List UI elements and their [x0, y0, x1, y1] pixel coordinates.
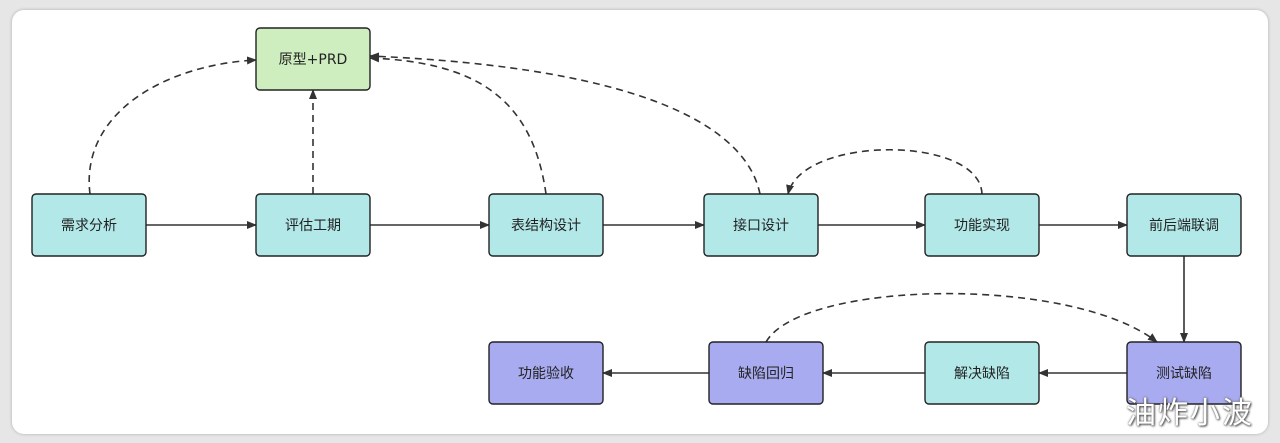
edge-regress-to-test	[765, 292, 1158, 343]
node-box	[1126, 193, 1242, 257]
node-joint: 前后端联调	[1126, 193, 1242, 257]
node-box	[708, 341, 824, 405]
edge-req-to-prd	[88, 56, 257, 195]
node-box	[924, 193, 1040, 257]
node-box	[31, 193, 147, 257]
node-label: 需求分析	[61, 218, 117, 234]
node-label: 测试缺陷	[1156, 366, 1212, 382]
node-box	[703, 193, 819, 257]
node-req: 需求分析	[31, 193, 147, 257]
node-label: 原型+PRD	[279, 52, 348, 68]
watermark: 油炸小波	[1126, 396, 1254, 431]
node-label: 前后端联调	[1149, 217, 1219, 234]
node-api: 接口设计	[703, 193, 819, 257]
node-est: 评估工期	[255, 193, 371, 257]
node-box	[488, 193, 604, 257]
node-impl: 功能实现	[924, 193, 1040, 257]
node-label: 功能验收	[518, 366, 574, 382]
node-box	[488, 341, 604, 405]
edge-api-to-prd	[369, 52, 761, 195]
node-label: 缺陷回归	[738, 365, 794, 382]
node-box	[255, 193, 371, 257]
node-label: 功能实现	[954, 218, 1010, 234]
node-label: 评估工期	[285, 218, 341, 234]
node-fix: 解决缺陷	[924, 341, 1040, 405]
node-box	[924, 341, 1040, 405]
node-label: 表结构设计	[511, 218, 581, 234]
node-tbl: 表结构设计	[488, 193, 604, 257]
diagram-canvas: 原型+PRD 需求分析 评估工期 表结构设计 接口设计 功能实现 前后端联调测试缺陷 解决缺陷…	[12, 10, 1268, 434]
node-label: 解决缺陷	[954, 366, 1010, 382]
node-box	[255, 27, 371, 91]
node-accept: 功能验收	[488, 341, 604, 405]
edge-impl-to-api	[786, 148, 983, 195]
node-box	[1126, 341, 1242, 405]
edge-tbl-to-prd	[369, 54, 547, 195]
node-label: 接口设计	[733, 217, 789, 234]
node-regress: 缺陷回归	[708, 341, 824, 405]
node-prd: 原型+PRD	[255, 27, 371, 91]
node-test: 测试缺陷	[1126, 341, 1242, 405]
